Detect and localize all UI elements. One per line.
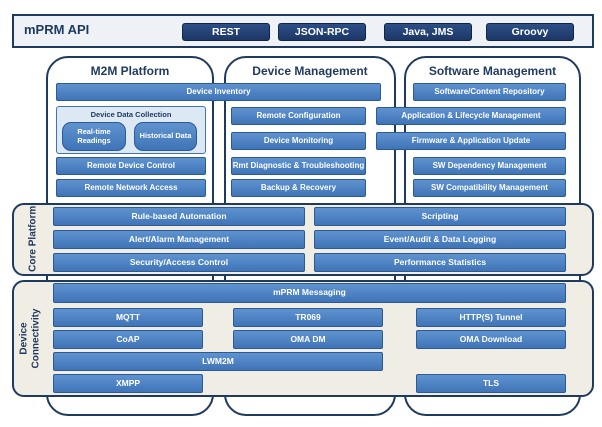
api-title: mPRM API [24, 22, 90, 37]
http-tunnel: HTTP(S) Tunnel [416, 308, 566, 327]
api-rest: REST [182, 23, 270, 41]
software-content-repository: Software/Content Repository [413, 83, 566, 101]
xmpp: XMPP [53, 374, 203, 393]
device-connectivity-label-line1: Device [18, 322, 30, 355]
rmt-diagnostic: Rmt Diagnostic & Troubleshooting [231, 157, 366, 175]
sw-compatibility: SW Compatibility Management [413, 179, 566, 197]
api-json-rpc: JSON-RPC [278, 23, 366, 41]
device-connectivity-label: Device Connectivity [19, 299, 42, 379]
device-monitoring: Device Monitoring [231, 132, 366, 150]
device-inventory: Device Inventory [56, 83, 381, 101]
mqtt: MQTT [53, 308, 203, 327]
oma-dm: OMA DM [233, 330, 383, 349]
rule-based-automation: Rule-based Automation [53, 207, 305, 226]
tls: TLS [416, 374, 566, 393]
historical-data: Historical Data [134, 122, 197, 151]
application-lifecycle: Application & Lifecycle Management [376, 107, 566, 125]
backup-recovery: Backup & Recovery [231, 179, 366, 197]
alert-alarm-management: Alert/Alarm Management [53, 230, 305, 249]
security-access-control: Security/Access Control [53, 253, 305, 272]
firmware-app-update: Firmware & Application Update [376, 132, 566, 150]
core-platform-label: Core Platform [27, 205, 39, 272]
m2m-platform-title: M2M Platform [90, 64, 170, 78]
software-management-title: Software Management [428, 64, 557, 78]
scripting: Scripting [314, 207, 566, 226]
device-connectivity-label-line2: Connectivity [30, 308, 41, 369]
remote-device-control: Remote Device Control [56, 157, 206, 175]
api-groovy: Groovy [486, 23, 574, 41]
device-management-title: Device Management [252, 64, 368, 78]
device-data-collection-label: Device Data Collection [90, 110, 172, 119]
lwm2m: LWM2M [53, 352, 383, 371]
api-bar: mPRM API REST JSON-RPC Java, JMS Groovy [12, 14, 594, 48]
coap: CoAP [53, 330, 203, 349]
oma-download: OMA Download [416, 330, 566, 349]
tr069: TR069 [233, 308, 383, 327]
performance-statistics: Performance Statistics [314, 253, 566, 272]
remote-configuration: Remote Configuration [231, 107, 366, 125]
mprm-messaging: mPRM Messaging [53, 283, 566, 303]
api-java-jms: Java, JMS [384, 23, 472, 41]
event-audit-logging: Event/Audit & Data Logging [314, 230, 566, 249]
remote-network-access: Remote Network Access [56, 179, 206, 197]
realtime-readings: Real-time Readings [62, 122, 126, 151]
sw-dependency: SW Dependency Management [413, 157, 566, 175]
